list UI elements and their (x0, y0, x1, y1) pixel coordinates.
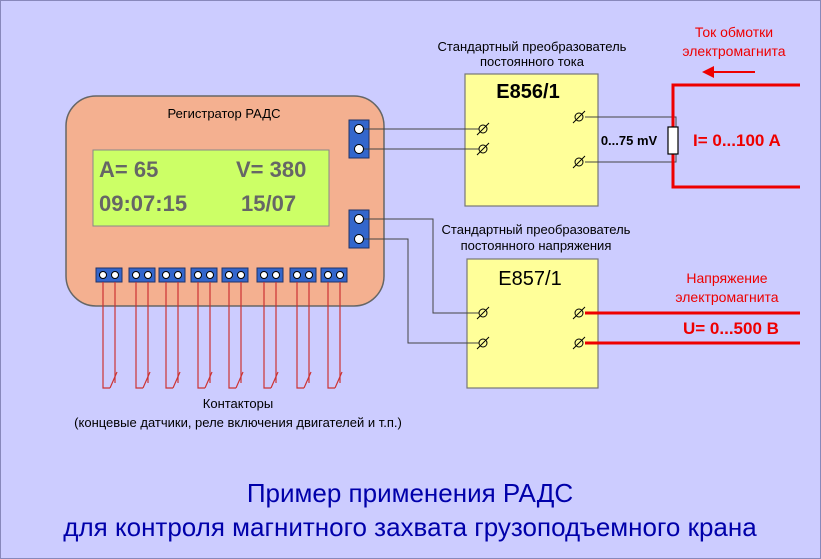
contact-terminal-block (128, 267, 156, 283)
terminal-mark (572, 336, 586, 350)
wires-recorder-to-voltage-converter (364, 218, 479, 344)
footer-subtitle: для контроля магнитного захвата грузопод… (63, 512, 757, 542)
magnet-current-label-2: электромагнита (682, 43, 785, 59)
contactor-switch (197, 282, 213, 389)
shunt-wiring (585, 116, 677, 163)
contact-terminals (95, 267, 348, 283)
converter-voltage-caption-2: постоянного напряжения (461, 238, 612, 253)
recorder-terminal-voltage (348, 209, 370, 249)
magnet-voltage-value: U= 0...500 B (683, 319, 779, 338)
terminal-mark (476, 122, 490, 136)
terminal-mark (476, 336, 490, 350)
contactor-switch (228, 282, 244, 389)
contact-wiring (102, 282, 343, 389)
recorder-terminal-current (348, 119, 370, 159)
display-text: A= 65 V= 380 09:07:15 15/07 (99, 157, 306, 216)
contact-terminal-block (190, 267, 218, 283)
contacts-subtitle: (концевые датчики, реле включения двигат… (74, 415, 402, 430)
shunt-resistor (667, 126, 679, 155)
converter-current-caption-1: Стандартный преобразователь (438, 39, 627, 54)
magnet-current-circuit (671, 83, 800, 189)
converter-terminals (476, 110, 586, 350)
magnet-current-label-1: Ток обмотки (695, 24, 773, 40)
contactor-switch (135, 282, 151, 389)
shunt-range: 0...75 mV (601, 133, 658, 148)
contact-terminal-block (289, 267, 317, 283)
wires-recorder-to-current-converter (364, 128, 479, 150)
contact-terminal-block (320, 267, 348, 283)
display-line1-right: V= 380 (236, 157, 306, 182)
recorder-title: Регистратор РАДС (168, 106, 281, 121)
contactor-switch (296, 282, 312, 389)
terminal-mark (572, 110, 586, 124)
converter-current-box (464, 73, 599, 207)
contact-terminal-block (256, 267, 284, 283)
terminal-mark (572, 155, 586, 169)
contact-terminal-block (95, 267, 123, 283)
magnet-voltage-label-1: Напряжение (686, 270, 767, 286)
converter-voltage-model: E857/1 (498, 268, 561, 290)
converter-current-caption-2: постоянного тока (480, 54, 585, 69)
magnet-current-value: I= 0...100 A (693, 131, 781, 150)
contactor-switch (102, 282, 118, 389)
converter-current-model: E856/1 (496, 81, 559, 103)
converter-voltage-caption-1: Стандартный преобразователь (442, 222, 631, 237)
contacts-title: Контакторы (203, 396, 273, 411)
recorder-display (92, 149, 330, 227)
current-direction-arrow (702, 66, 755, 78)
contactor-switch (263, 282, 279, 389)
terminal-mark (476, 142, 490, 156)
converter-voltage-box (466, 258, 599, 389)
terminal-mark (572, 306, 586, 320)
terminal-mark (476, 306, 490, 320)
magnet-voltage-circuit (585, 311, 800, 345)
contact-terminal-block (158, 267, 186, 283)
footer-title: Пример применения РАДС (247, 478, 573, 508)
display-line2-right: 15/07 (241, 191, 296, 216)
contactor-switch (165, 282, 181, 389)
display-line2-left: 09:07:15 (99, 191, 187, 216)
magnet-voltage-label-2: электромагнита (675, 289, 778, 305)
contactor-switch (327, 282, 343, 389)
contact-terminal-block (221, 267, 249, 283)
display-line1-left: A= 65 (99, 157, 158, 182)
